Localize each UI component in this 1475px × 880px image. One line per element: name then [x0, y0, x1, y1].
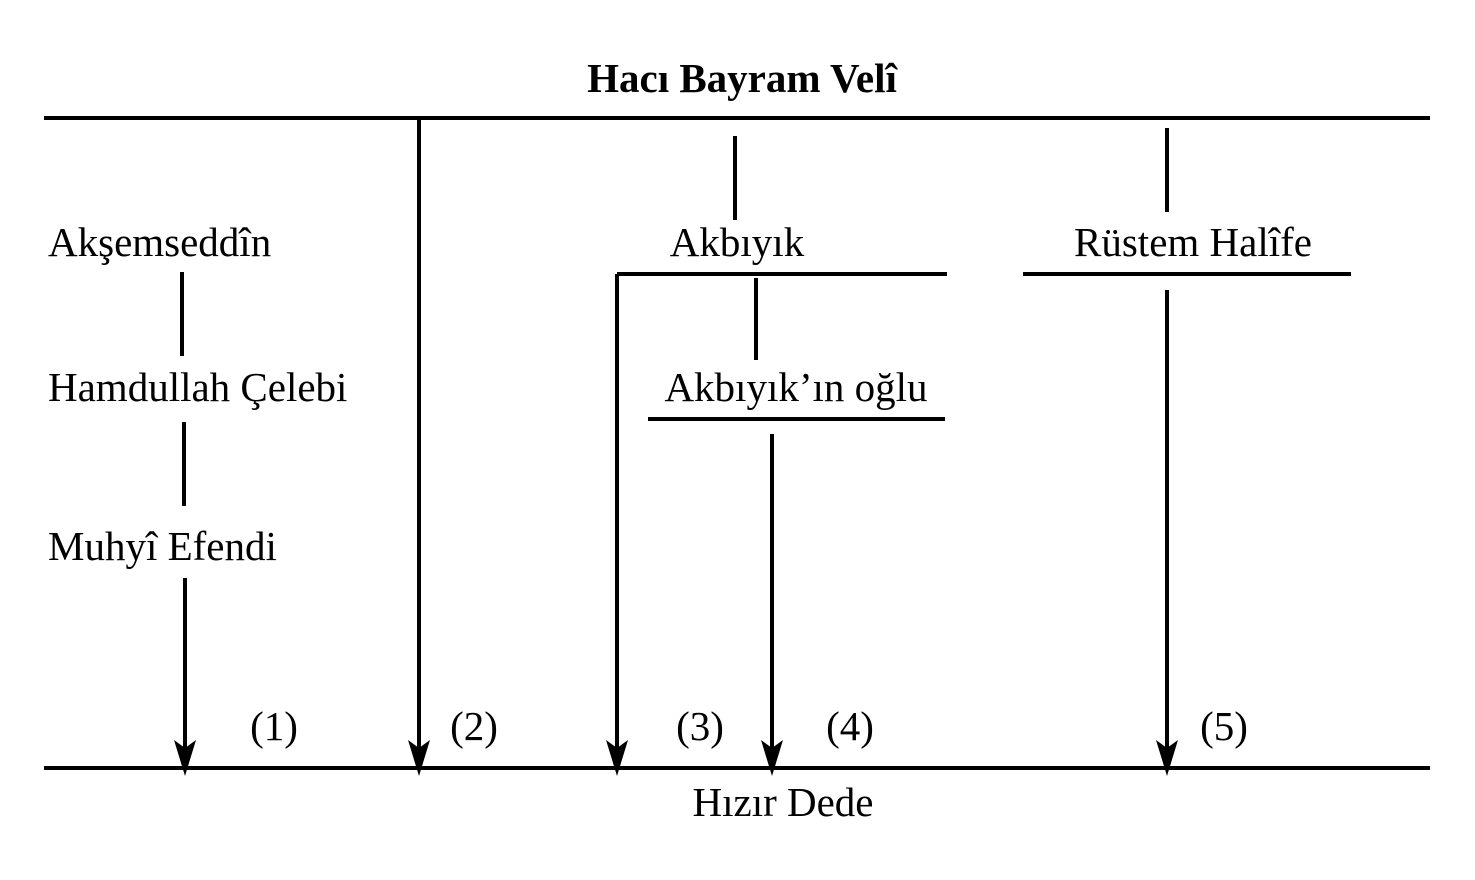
- chain-number-1: (1): [250, 703, 298, 749]
- arrowhead-4: [761, 740, 783, 776]
- node-hamdullah: Hamdullah Çelebi: [48, 364, 347, 410]
- chain-number-2: (2): [450, 703, 498, 749]
- arrowhead-2: [408, 740, 430, 776]
- chain-number-3: (3): [676, 703, 724, 749]
- arrowhead-3: [606, 740, 628, 776]
- node-aksemseddin: Akşemseddîn: [48, 219, 271, 265]
- arrowhead-5: [1156, 740, 1178, 776]
- arrowhead-1: [174, 740, 196, 776]
- node-akbiyik: Akbıyık: [670, 219, 805, 265]
- diagram-title: Hacı Bayram Velî: [587, 55, 898, 101]
- node-akbiyik-oglu: Akbıyık’ın oğlu: [664, 364, 927, 410]
- node-rustem: Rüstem Halîfe: [1074, 219, 1312, 265]
- node-muhyi: Muhyî Efendi: [48, 523, 277, 569]
- node-hizir-dede: Hızır Dede: [693, 779, 874, 825]
- chain-number-4: (4): [826, 703, 874, 749]
- chain-number-5: (5): [1200, 703, 1248, 749]
